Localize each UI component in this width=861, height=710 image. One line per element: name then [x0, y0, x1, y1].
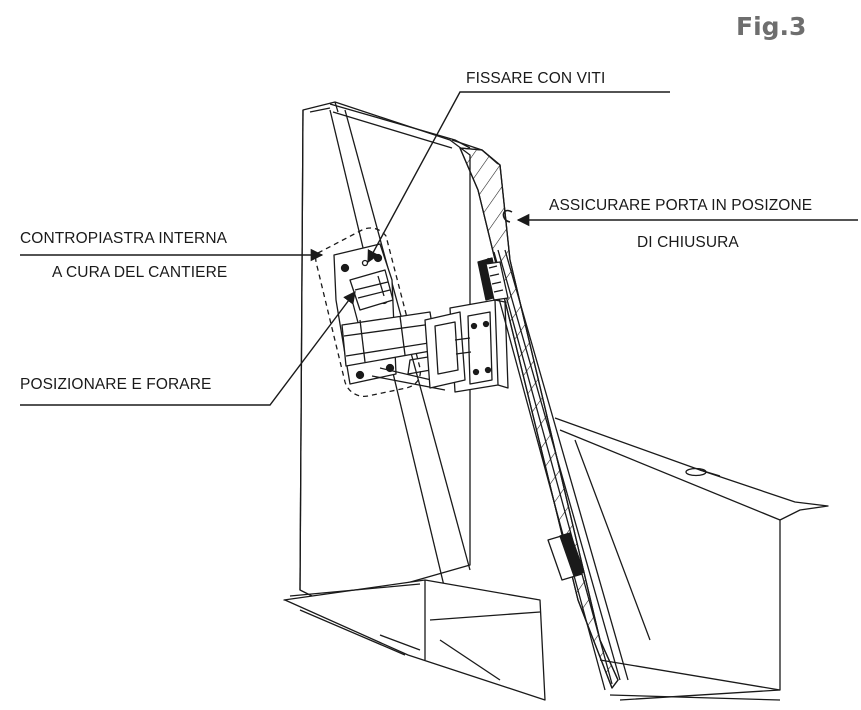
leader-position-drill: [20, 290, 356, 406]
hinge-door-plate: [424, 299, 509, 393]
figure-title: Fig.3: [736, 12, 807, 41]
label-counterplate-line2: A CURA DEL CANTIERE: [52, 264, 228, 281]
leader-lines: [20, 91, 858, 406]
edge-latch-top: [477, 257, 509, 301]
hinge-block: [349, 269, 394, 331]
label-counterplate-line1: CONTROPIASTRA INTERNA: [20, 230, 228, 247]
edge-latch-bottom: [547, 532, 585, 581]
label-fix-screws: FISSARE CON VITI: [466, 70, 606, 87]
label-position-drill: POSIZIONARE E FORARE: [20, 376, 212, 393]
label-secure-door-line1: ASSICURARE PORTA IN POSIZONE: [549, 197, 813, 214]
lower-right-tray: [554, 417, 829, 701]
label-secure-door-line2: DI CHIUSURA: [637, 234, 739, 251]
leader-fix-screws: [367, 91, 670, 264]
door-outer-edge: [497, 249, 629, 681]
counterplate-outline: [315, 227, 422, 398]
lower-left-tray: [283, 579, 546, 701]
door-edge: [459, 147, 619, 691]
